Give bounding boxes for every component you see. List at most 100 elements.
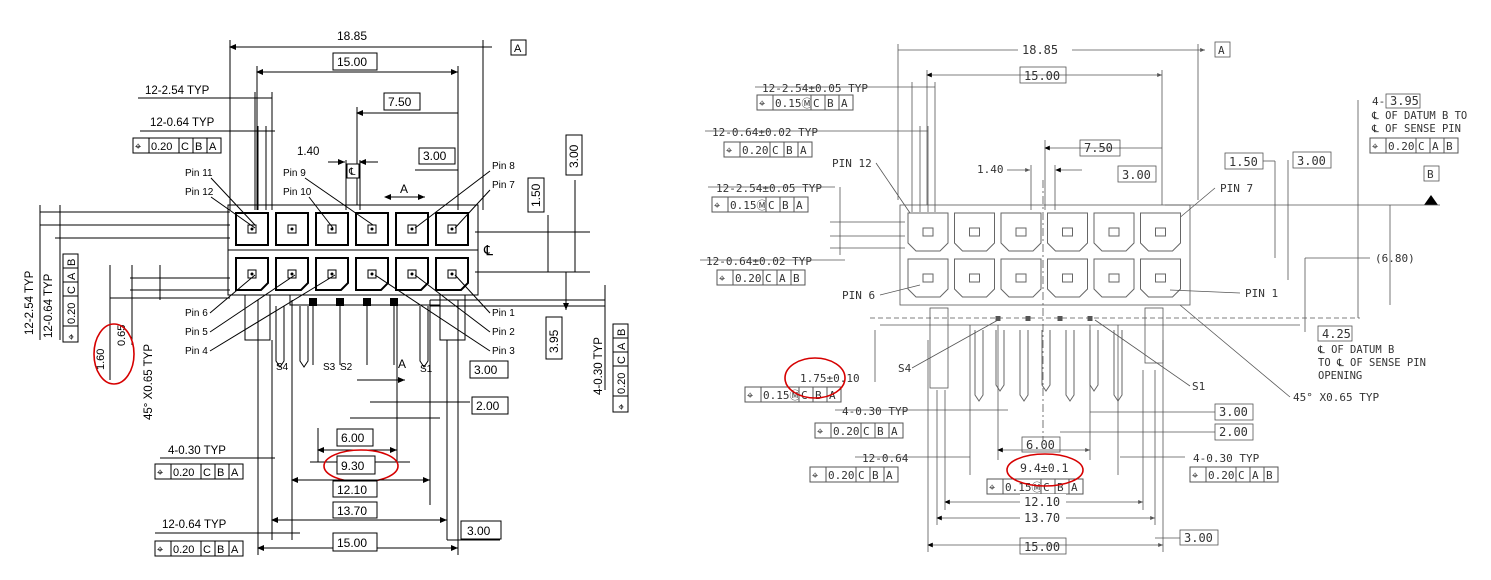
fcf-cell <box>612 323 629 339</box>
label-pitch1: 12-2.54±0.05 TYP <box>762 82 868 95</box>
label-pitch-typ: 12-2.54 TYP <box>145 85 210 97</box>
fcf-text: B <box>827 97 834 110</box>
centerline-box <box>346 163 360 179</box>
basic-dim-box <box>1385 93 1421 109</box>
fcf-text: B <box>877 425 884 438</box>
label-w1264: 12-0.64 <box>862 452 909 465</box>
label-s3: S3 <box>323 362 336 373</box>
dim-1-40: 1.40 <box>297 146 319 158</box>
fcf-cell <box>228 540 244 557</box>
sense-pin <box>390 298 398 306</box>
leader-line <box>374 274 491 352</box>
note-datum-b-1: ℄ OF DATUM B TO <box>1371 110 1467 122</box>
basic-dim-box <box>383 92 421 111</box>
label-bg <box>1018 42 1072 57</box>
pin-contact <box>1015 273 1027 283</box>
fcf-text: C <box>765 272 772 285</box>
position-symbol-icon: ⌖ <box>719 272 725 285</box>
fcf-text: C <box>1418 140 1425 153</box>
label-s4: S4 <box>898 362 912 375</box>
position-symbol-icon: ⌖ <box>726 144 732 157</box>
position-symbol-icon: ⌖ <box>157 467 163 479</box>
label-pin12: Pin 12 <box>185 187 214 198</box>
basic-dim-box <box>332 480 378 498</box>
label-pin4: Pin 4 <box>185 346 208 357</box>
dim-6-00: 6.00 <box>341 431 365 445</box>
dim-1-40: 1.40 <box>977 163 1004 176</box>
dim-3-00-b: 3.00 <box>1297 154 1326 168</box>
basic-dim-box <box>1019 537 1067 555</box>
label-s2: S2 <box>340 362 353 373</box>
fcf-text: 0.15Ⓜ <box>775 97 813 110</box>
label-pin8: Pin 8 <box>492 161 515 172</box>
dim-3-95: 3.95 <box>1390 94 1419 108</box>
fcf-text: A <box>800 144 807 157</box>
fcf-text: C <box>203 467 211 479</box>
label-pin3: Pin 3 <box>492 346 515 357</box>
fcf-text: C <box>203 544 211 556</box>
fcf-text: B <box>217 544 224 556</box>
label-chamfer: 45° X0.65 TYP <box>1293 391 1379 404</box>
label-s1: S1 <box>420 364 433 375</box>
pin-contact <box>1108 227 1120 237</box>
label-pin1: Pin 1 <box>492 308 515 319</box>
pin-center <box>410 272 414 276</box>
pin-center <box>450 272 454 276</box>
fcf-left-right: ⌖ 0.20 CAB <box>612 323 629 413</box>
label-pin12: PIN 12 <box>832 157 872 170</box>
fcf-text: C <box>801 389 808 402</box>
sense-pin <box>1087 316 1093 321</box>
datum-b: B <box>1427 168 1434 181</box>
position-symbol-icon: ⌖ <box>616 404 628 410</box>
leader-line <box>414 170 491 229</box>
fcf-text: C <box>616 356 628 364</box>
fcf-text: B <box>1266 469 1273 482</box>
leader-line <box>879 284 921 296</box>
label-pin5: Pin 5 <box>185 327 208 338</box>
fcf-text: B <box>616 329 628 336</box>
fcf-text: 0.20 <box>616 373 628 394</box>
centerline-mark: ℄ <box>348 167 356 178</box>
leader-line <box>1169 289 1241 294</box>
fcf-text: C <box>1238 469 1245 482</box>
fcf-text: A <box>779 272 786 285</box>
fcf-text: 0.20 <box>151 141 172 153</box>
pin-center <box>370 272 374 276</box>
highlight-ellipse-right-9-4 <box>1006 453 1084 487</box>
dim-4-25: 4.25 <box>1322 327 1351 341</box>
terminal-lead <box>1089 330 1099 392</box>
pin-contact <box>1062 273 1073 283</box>
basic-dim-box <box>332 52 378 71</box>
position-symbol-icon: ⌖ <box>714 199 720 212</box>
fcf-text: A <box>231 544 239 556</box>
basic-dim-box <box>460 520 502 540</box>
leader-line <box>304 177 374 226</box>
fcf-text: 0.15Ⓜ <box>763 389 801 402</box>
fcf-text: A <box>616 342 628 350</box>
fcf-text: C <box>768 199 775 212</box>
datum-b-triangle <box>1424 195 1438 205</box>
dim-2-00: 2.00 <box>476 399 500 413</box>
fcf-text: A <box>891 425 898 438</box>
label-pitch2: 12-2.54±0.05 TYP <box>716 182 822 195</box>
sense-pin <box>995 316 1001 321</box>
fcf-text: A <box>1252 469 1259 482</box>
pin-contact <box>969 273 980 283</box>
fcf-text: C <box>813 97 820 110</box>
fcf-cell <box>62 253 79 269</box>
fcf-cell <box>206 137 222 154</box>
dim-6-80: (6.80) <box>1375 252 1415 265</box>
dim-13-70: 13.70 <box>337 504 367 518</box>
dim-1-75: 1.75±0.10 <box>800 372 860 385</box>
datum-a-small: A <box>400 182 408 196</box>
fcf-text: A <box>886 469 893 482</box>
label-pin11: Pin 11 <box>185 168 213 179</box>
dim-15-00-bottom: 15.00 <box>337 536 367 550</box>
pin-center <box>370 227 374 231</box>
sense-pins <box>275 298 429 368</box>
